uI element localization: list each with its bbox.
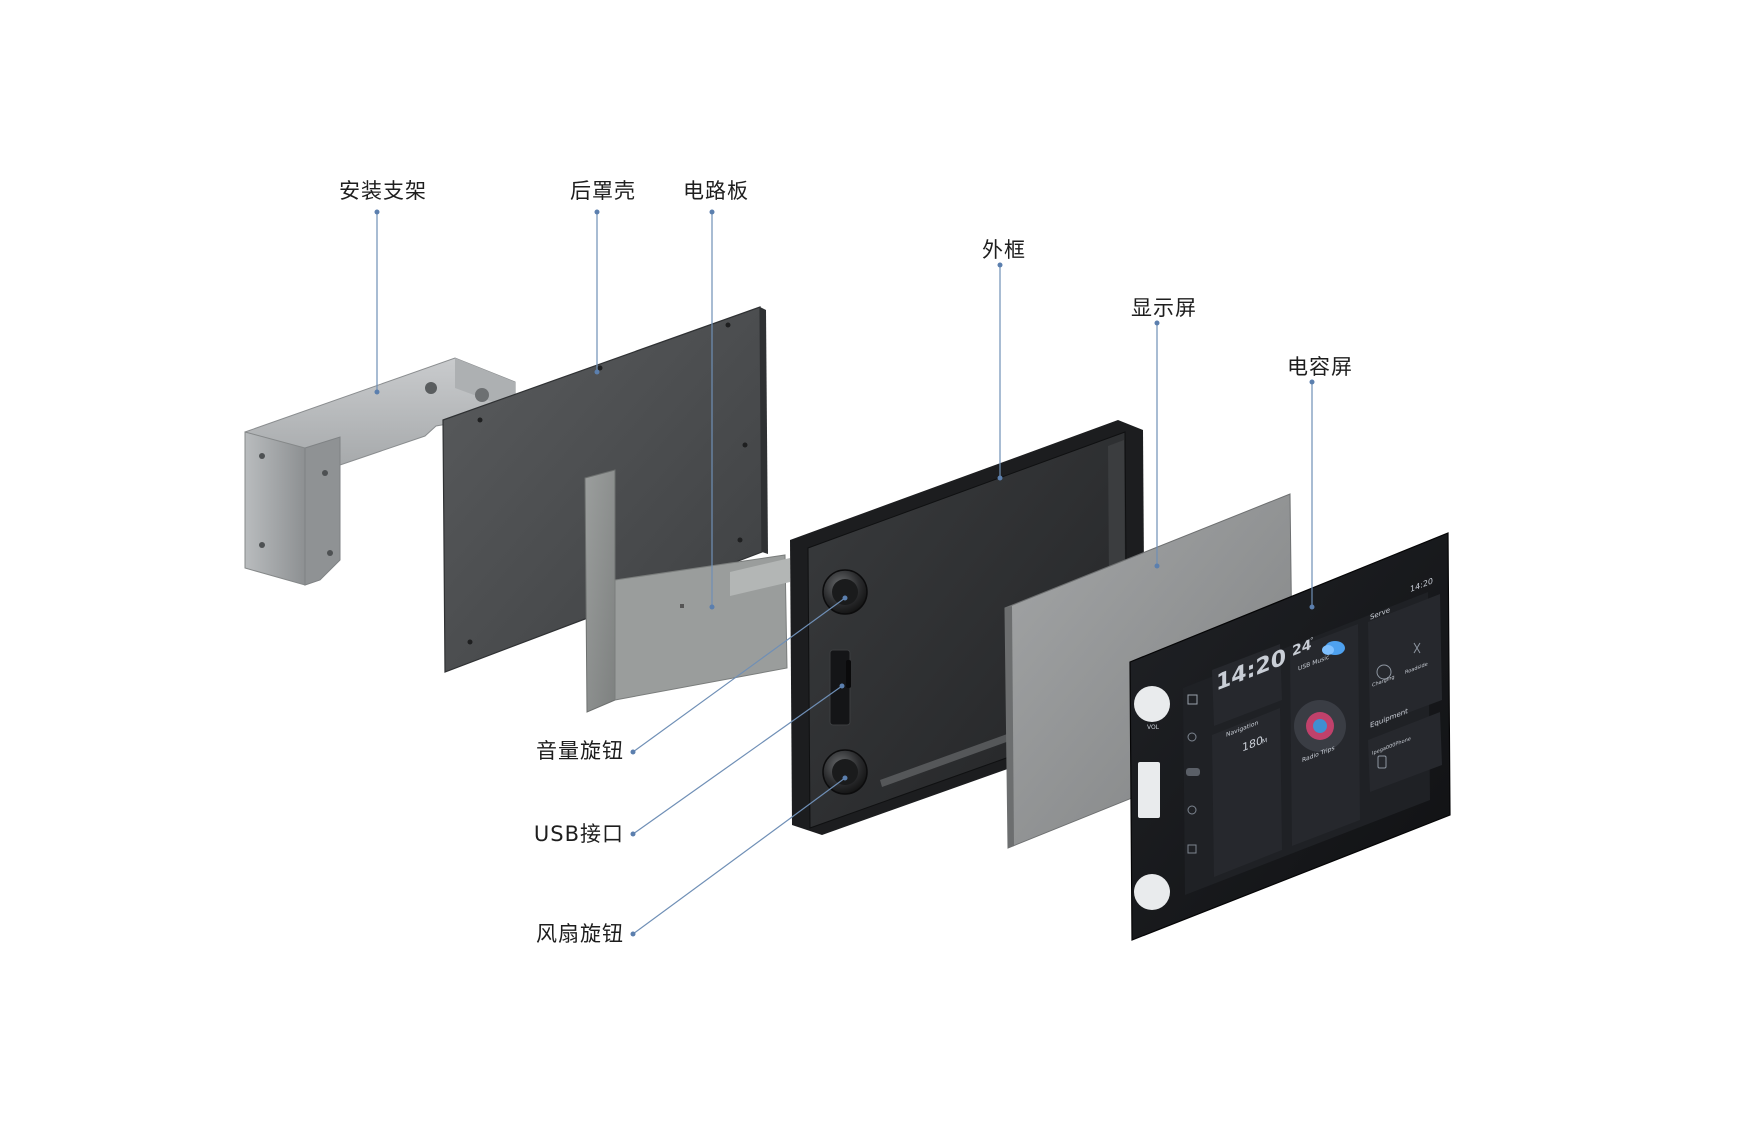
leader-dot-circuit-board-top	[709, 209, 715, 215]
bottom-knob-cutout	[1134, 874, 1170, 910]
label-rear-cover: 后罩壳	[570, 179, 636, 203]
leader-dot-fan-knob-end	[630, 931, 636, 937]
label-outer-frame: 外框	[982, 238, 1026, 262]
leader-volume-knob	[632, 597, 846, 753]
leader-dot-touch-screen-top	[1309, 379, 1315, 385]
device-icon	[1377, 755, 1387, 769]
leader-dot-fan-knob	[842, 775, 848, 781]
leader-dot-outer-frame	[997, 475, 1003, 481]
circuit-board-part	[584, 469, 790, 713]
equipment-card	[1368, 712, 1442, 792]
leader-dot-volume-knob-end	[630, 749, 636, 755]
roadside-icon	[1413, 642, 1421, 654]
knob-label: VOL	[1147, 724, 1160, 731]
touch-glass-part: VOL 14:20 14:20 24 ° Navigation 1	[1129, 532, 1451, 941]
leader-fan-knob	[632, 777, 846, 935]
label-volume-knob: 音量旋钮	[536, 739, 624, 763]
leader-dot-mount-bracket-top	[374, 209, 380, 215]
label-circuit-board: 电路板	[683, 179, 749, 203]
label-mount-bracket: 安装支架	[339, 179, 427, 203]
leader-dot-usb-port	[839, 683, 845, 689]
leader-usb-port	[632, 685, 843, 835]
label-usb-port: USB接口	[533, 822, 624, 846]
temperature: 24	[1292, 637, 1311, 660]
top-knob-cutout	[1134, 686, 1170, 722]
usb-cutout	[1138, 762, 1160, 818]
leader-dot-rear-cover-top	[594, 209, 600, 215]
car-icon	[1186, 768, 1200, 776]
leader-dot-rear-cover	[594, 369, 600, 375]
label-fan-knob: 风扇旋钮	[536, 922, 624, 946]
distance-unit: M	[1262, 737, 1267, 746]
leader-dot-usb-port-end	[630, 831, 636, 837]
leader-dot-volume-knob	[842, 595, 848, 601]
label-display: 显示屏	[1131, 296, 1197, 320]
charging-icon	[1376, 664, 1392, 680]
navigation-card	[1212, 708, 1282, 877]
leader-dot-touch-screen	[1309, 604, 1315, 610]
location-icon	[1187, 805, 1197, 815]
leader-dot-display	[1154, 563, 1160, 569]
home-icon	[1187, 694, 1198, 705]
leader-dot-mount-bracket	[374, 389, 380, 395]
leader-dot-display-top	[1154, 320, 1160, 326]
label-touch-screen: 电容屏	[1287, 355, 1353, 379]
leader-dot-outer-frame-top	[997, 262, 1003, 268]
serve-card	[1368, 594, 1442, 727]
leader-dot-circuit-board	[709, 604, 715, 610]
temperature-unit: °	[1310, 635, 1313, 645]
apps-icon	[1187, 844, 1197, 854]
clock-card	[1212, 644, 1282, 726]
phone-icon	[1187, 732, 1197, 742]
mount-bracket-part	[244, 357, 516, 586]
leader-lines	[374, 209, 1315, 937]
